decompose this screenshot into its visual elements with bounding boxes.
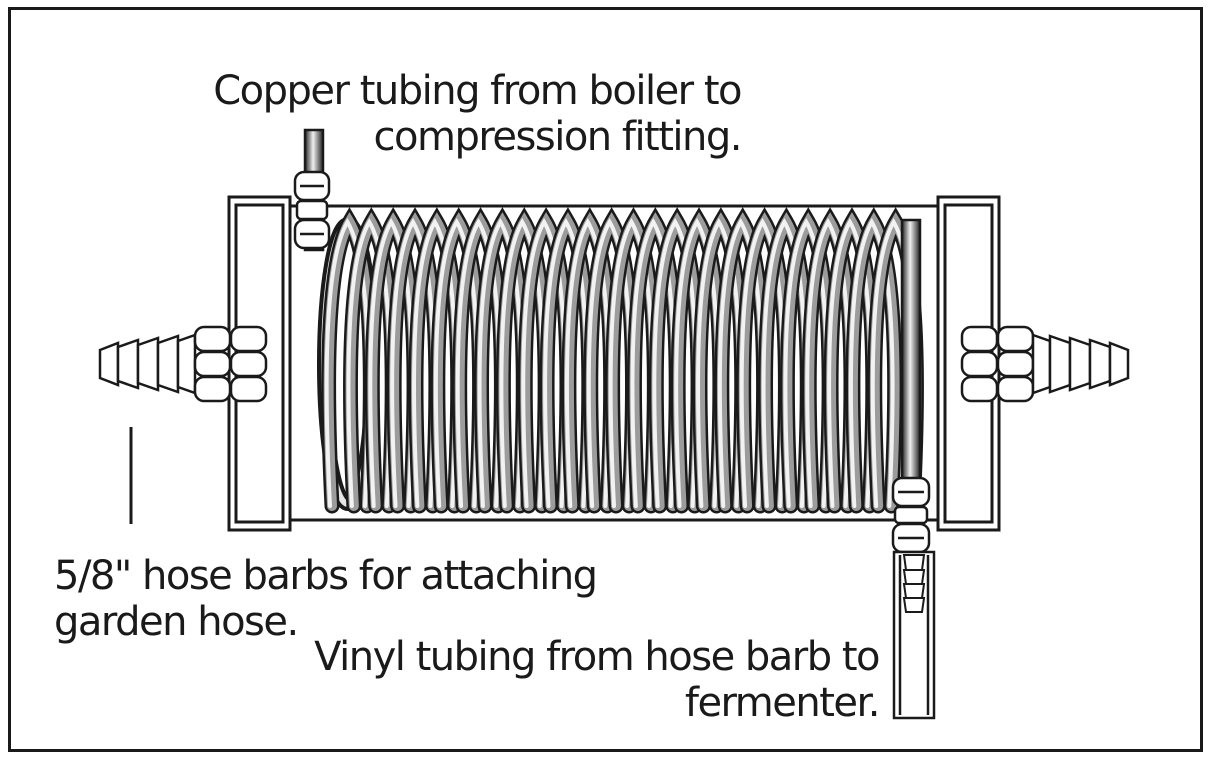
vinyl-tubing-label-line2: fermenter. <box>684 680 881 726</box>
copper-outlet-pipe <box>900 218 922 492</box>
compression-fitting-bottom <box>891 476 931 554</box>
hose-barbs-label-line2: garden hose. <box>54 599 299 645</box>
vinyl-tubing-label-line1: Vinyl tubing from hose barb to <box>314 634 880 680</box>
outlet-hose-barb <box>902 554 926 613</box>
hose-barbs-label-line1: 5/8" hose barbs for attaching <box>54 553 598 599</box>
right-hex-nut <box>960 325 1035 403</box>
copper-tubing-label-line2: compression fitting. <box>373 114 743 160</box>
copper-tubing-label: Copper tubing from boiler to compression… <box>213 68 743 160</box>
hose-barbs-label: 5/8" hose barbs for attaching garden hos… <box>54 553 598 645</box>
left-hose-barb <box>98 333 197 395</box>
left-hex-nut <box>193 325 268 403</box>
compression-fitting-top <box>293 170 331 250</box>
copper-tubing-label-line1: Copper tubing from boiler to <box>213 68 742 114</box>
right-hose-barb <box>1031 333 1130 395</box>
vinyl-tubing-label: Vinyl tubing from hose barb to fermenter… <box>314 634 881 726</box>
vinyl-tubing <box>892 550 936 720</box>
housing-tube <box>290 204 938 522</box>
coil-winding-highlight <box>848 218 895 508</box>
copper-coil <box>317 207 924 514</box>
